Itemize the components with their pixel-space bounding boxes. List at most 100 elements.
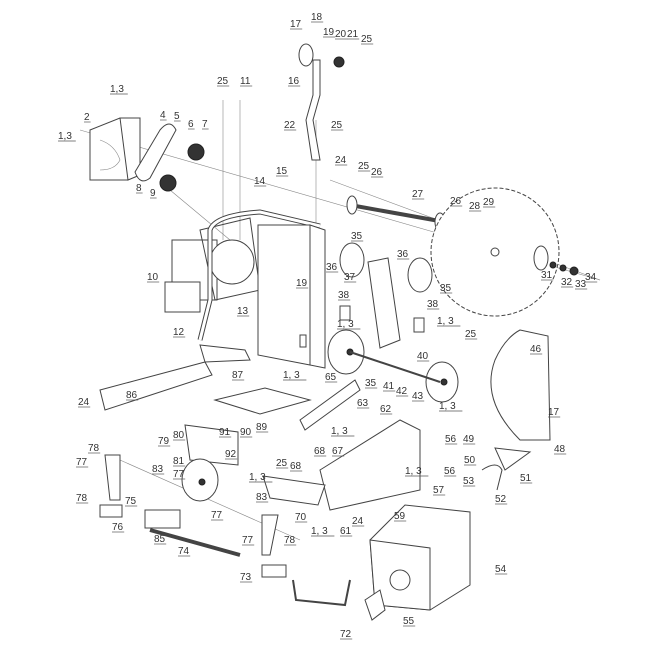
- wheels: [327, 329, 459, 403]
- drive-pulley: [187, 143, 205, 161]
- part-label: 36: [326, 262, 338, 273]
- belt-cover: [89, 117, 141, 181]
- part-label: 37: [344, 272, 356, 283]
- front-wheel: [181, 458, 219, 502]
- part-label: 35: [440, 283, 452, 294]
- part-label: 55: [403, 616, 415, 627]
- part-label: 53: [463, 476, 475, 487]
- part-label: 10: [147, 272, 159, 283]
- part-label: 24: [78, 397, 90, 408]
- part-label: 33: [575, 279, 587, 290]
- part-label: 9: [150, 188, 156, 199]
- part-label: 22: [284, 120, 296, 131]
- part-label: 81: [173, 456, 185, 467]
- part-label: 8: [136, 183, 142, 194]
- part-label: 92: [225, 449, 237, 460]
- part-label: 1, 3: [337, 319, 354, 330]
- part-label: 17: [548, 407, 560, 418]
- part-label: 20: [335, 29, 347, 40]
- part-label: 19: [296, 278, 308, 289]
- belt: [134, 123, 177, 182]
- part-label: 57: [433, 485, 445, 496]
- hose: [481, 464, 503, 491]
- part-label: 78: [284, 535, 296, 546]
- part-label: 50: [464, 455, 476, 466]
- part-label: 54: [495, 564, 507, 575]
- part-label: 74: [178, 546, 190, 557]
- part-label: 1,3: [110, 84, 124, 95]
- part-label: 11: [240, 76, 251, 87]
- part-label: 56: [444, 466, 456, 477]
- part-label: 70: [295, 512, 307, 523]
- part-label: 32: [561, 277, 573, 288]
- part-label: 46: [530, 344, 542, 355]
- part-label: 59: [394, 511, 406, 522]
- handle-bracket: [292, 579, 351, 607]
- part-label: 4: [160, 110, 166, 121]
- motor-pulley: [159, 174, 177, 192]
- part-label: 73: [240, 572, 252, 583]
- saw-blade: [430, 187, 579, 317]
- part-label: 5: [174, 111, 180, 122]
- wheel-bracket: [339, 242, 433, 349]
- part-label: 18: [311, 12, 323, 23]
- part-label: 76: [112, 522, 124, 533]
- part-label: 62: [380, 404, 392, 415]
- part-label: 63: [357, 398, 369, 409]
- part-label: 51: [520, 473, 532, 484]
- part-label: 21: [347, 29, 359, 40]
- part-label: 25: [361, 34, 373, 45]
- lever-arm: [298, 43, 345, 161]
- part-label: 6: [188, 119, 194, 130]
- part-label: 27: [412, 189, 424, 200]
- part-label: 38: [338, 290, 350, 301]
- part-label: 7: [202, 119, 208, 130]
- part-label: 1, 3: [437, 316, 454, 327]
- part-label: 15: [276, 166, 288, 177]
- part-label: 35: [365, 378, 377, 389]
- part-label: 17: [290, 19, 302, 30]
- part-label: 28: [469, 201, 481, 212]
- part-label: 77: [76, 457, 88, 468]
- part-label: 38: [427, 299, 439, 310]
- part-label: 48: [554, 444, 566, 455]
- part-label: 68: [314, 446, 326, 457]
- part-label: 24: [352, 516, 364, 527]
- part-label: 1, 3: [439, 401, 456, 412]
- part-label: 79: [158, 436, 170, 447]
- part-label: 78: [76, 493, 88, 504]
- part-label: 68: [290, 461, 302, 472]
- part-label: 13: [237, 306, 249, 317]
- part-label: 25: [331, 120, 343, 131]
- part-label: 61: [340, 526, 352, 537]
- part-label: 86: [126, 390, 138, 401]
- part-label: 77: [242, 535, 254, 546]
- part-label: 26: [450, 196, 462, 207]
- part-label: 1,3: [58, 131, 72, 142]
- part-label: 83: [256, 492, 268, 503]
- part-label: 1, 3: [311, 526, 328, 537]
- lower-frame: [99, 344, 421, 511]
- part-label: 49: [463, 434, 475, 445]
- part-label: 80: [173, 430, 185, 441]
- part-label: 29: [483, 197, 495, 208]
- part-label: 89: [256, 422, 268, 433]
- front-axle: [99, 454, 351, 607]
- part-label: 83: [152, 464, 164, 475]
- part-label: 35: [351, 231, 363, 242]
- part-label: 72: [340, 629, 352, 640]
- part-label: 14: [254, 176, 266, 187]
- part-label: 1, 3: [283, 370, 300, 381]
- part-label: 43: [412, 391, 424, 402]
- part-label: 42: [396, 386, 408, 397]
- part-label: 1, 3: [331, 426, 348, 437]
- part-label: 25: [276, 458, 288, 469]
- part-label: 12: [173, 327, 185, 338]
- part-label: 25: [217, 76, 229, 87]
- part-label: 77: [211, 510, 223, 521]
- part-label: 1, 3: [249, 472, 266, 483]
- part-label: 77: [173, 469, 185, 480]
- part-label: 25: [465, 329, 477, 340]
